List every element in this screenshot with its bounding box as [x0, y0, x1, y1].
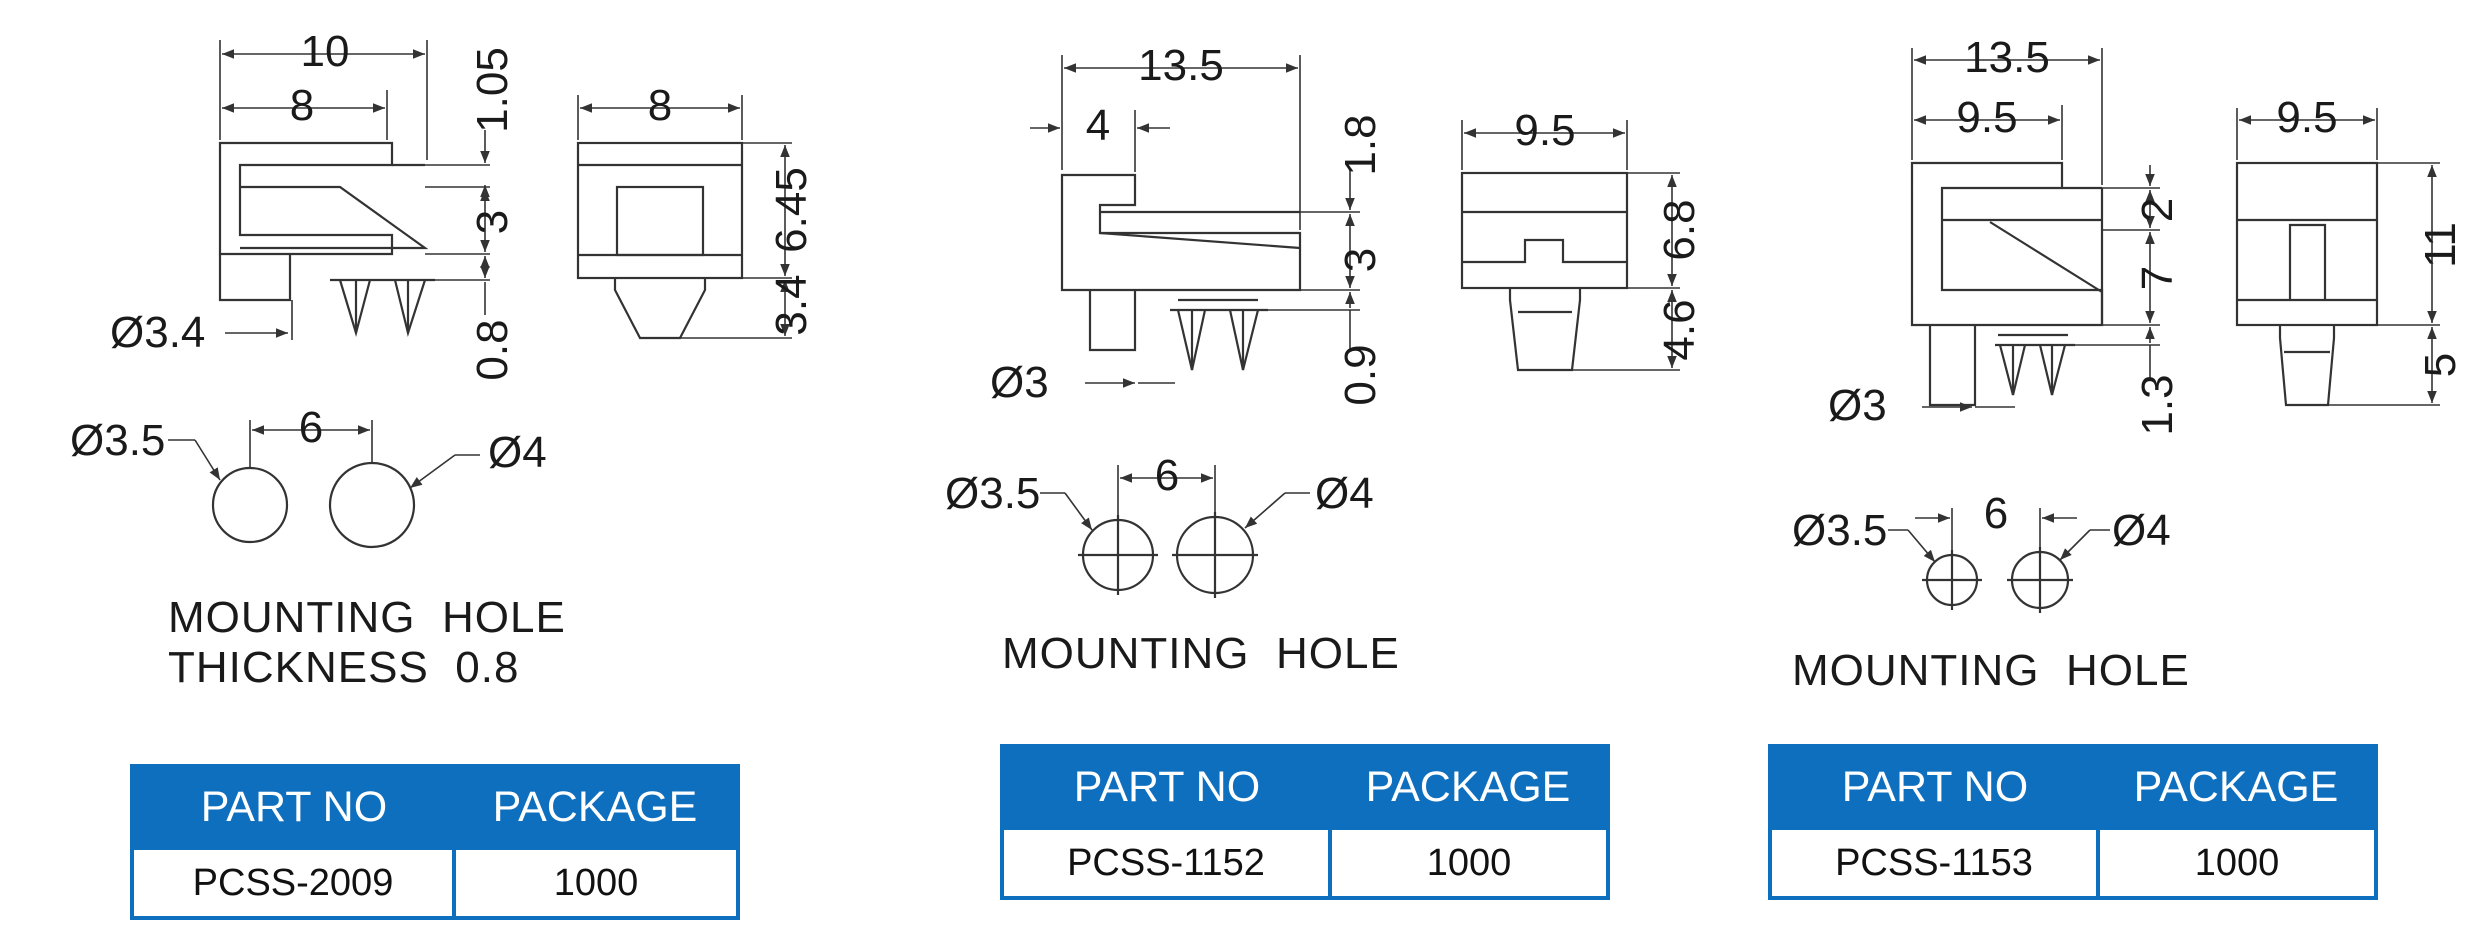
cell-part-no: PCSS-1153 — [1768, 826, 2100, 900]
table-header-row: PART NO PACKAGE — [132, 766, 738, 848]
mounting-hole: Ø3.5 6 Ø4 — [1792, 489, 2171, 613]
cell-package: 1000 — [2096, 826, 2378, 900]
header-part-no: PART NO — [1002, 746, 1330, 828]
dim-plate-thickness: 1.3 — [2133, 374, 2182, 435]
front-dim-body-height: 6.45 — [767, 167, 816, 253]
header-part-no: PART NO — [1770, 746, 2098, 828]
header-part-no: PART NO — [132, 766, 454, 848]
dim-slot-height: 3 — [468, 210, 517, 234]
hole-dim-spacing: 6 — [1984, 489, 2008, 538]
dim-slot-width: 9.5 — [1956, 93, 2017, 142]
dim-slot-height: 3 — [1336, 248, 1385, 272]
table-row: PCSS-1153 1000 — [1768, 826, 2378, 900]
dim-overall-width: 13.5 — [1964, 33, 2050, 82]
front-dim-pin-height: 3.4 — [767, 274, 816, 335]
dim-overall-width: 10 — [301, 27, 350, 76]
hole-dim-large-diameter: Ø4 — [2112, 506, 2171, 555]
caption-thickness: THICKNESS 0.8 — [168, 643, 519, 692]
drawing-pcss-2009: 10 8 1.05 3 0.8 Ø3.4 8 6.45 3.4 — [70, 27, 816, 692]
header-package: PACKAGE — [2098, 746, 2376, 828]
table-header-row: PART NO PACKAGE — [1002, 746, 1608, 828]
dim-pin-diameter: Ø3.4 — [110, 308, 205, 357]
front-dim-body-height: 11 — [2416, 222, 2465, 268]
dim-hook-width: 4 — [1086, 101, 1110, 150]
dim-slot-height: 7 — [2133, 266, 2182, 290]
hole-dim-spacing: 6 — [299, 403, 323, 452]
drawing-pcss-1152: 13.5 4 1.8 3 0.9 Ø3 9.5 6.8 4.6 — [945, 41, 1704, 678]
cell-package: 1000 — [452, 846, 740, 920]
hole-dim-spacing: 6 — [1155, 451, 1179, 500]
caption-mounting-hole: MOUNTING HOLE — [1002, 629, 1400, 678]
part-table-pcss-1153: PART NO PACKAGE PCSS-1153 1000 — [1768, 744, 2378, 900]
front-dim-body-height: 6.8 — [1655, 199, 1704, 260]
front-view: 9.5 11 5 — [2235, 93, 2465, 407]
dim-pin-diameter: Ø3 — [990, 358, 1049, 407]
front-dim-pin-height: 5 — [2416, 353, 2465, 377]
front-view: 8 6.45 3.4 — [576, 81, 816, 340]
front-dim-width: 9.5 — [2276, 93, 2337, 142]
dim-slot-width: 8 — [290, 81, 314, 130]
hole-dim-small-diameter: Ø3.5 — [70, 416, 165, 465]
dim-overall-width: 13.5 — [1138, 41, 1224, 90]
table-row: PCSS-2009 1000 — [130, 846, 740, 920]
dim-top-thickness: 1.05 — [468, 47, 517, 133]
dim-plate-thickness: 0.9 — [1336, 344, 1385, 405]
front-dim-pin-height: 4.6 — [1655, 299, 1704, 360]
cell-part-no: PCSS-1152 — [1000, 826, 1332, 900]
dim-pin-diameter: Ø3 — [1828, 381, 1887, 430]
dim-top-thickness: 1.8 — [1336, 114, 1385, 175]
table-row: PCSS-1152 1000 — [1000, 826, 1610, 900]
dim-top-thickness: 2 — [2133, 198, 2182, 222]
front-view: 9.5 6.8 4.6 — [1460, 106, 1704, 372]
side-view: 10 8 1.05 3 0.8 Ø3.4 — [110, 27, 517, 381]
part-table-pcss-2009: PART NO PACKAGE PCSS-2009 1000 — [130, 764, 740, 920]
front-dim-width: 9.5 — [1514, 106, 1575, 155]
cell-part-no: PCSS-2009 — [130, 846, 456, 920]
hole-dim-small-diameter: Ø3.5 — [1792, 506, 1887, 555]
header-package: PACKAGE — [1330, 746, 1608, 828]
dim-plate-thickness: 0.8 — [468, 319, 517, 380]
hole-dim-large-diameter: Ø4 — [488, 428, 547, 477]
hole-dim-small-diameter: Ø3.5 — [945, 469, 1040, 518]
caption-mounting-hole: MOUNTING HOLE — [168, 593, 566, 642]
table-header-row: PART NO PACKAGE — [1770, 746, 2376, 828]
mounting-hole: Ø3.5 6 Ø4 — [945, 451, 1374, 598]
caption-mounting-hole: MOUNTING HOLE — [1792, 646, 2190, 695]
part-table-pcss-1152: PART NO PACKAGE PCSS-1152 1000 — [1000, 744, 1610, 900]
mounting-hole: Ø3.5 6 Ø4 — [70, 403, 547, 549]
side-view: 13.5 9.5 2 7 1.3 Ø3 — [1828, 33, 2182, 436]
cell-package: 1000 — [1328, 826, 1610, 900]
header-package: PACKAGE — [454, 766, 738, 848]
drawing-pcss-1153: 13.5 9.5 2 7 1.3 Ø3 9.5 11 5 — [1792, 33, 2465, 695]
front-dim-width: 8 — [648, 81, 672, 130]
side-view: 13.5 4 1.8 3 0.9 Ø3 — [990, 41, 1385, 407]
hole-dim-large-diameter: Ø4 — [1315, 469, 1374, 518]
